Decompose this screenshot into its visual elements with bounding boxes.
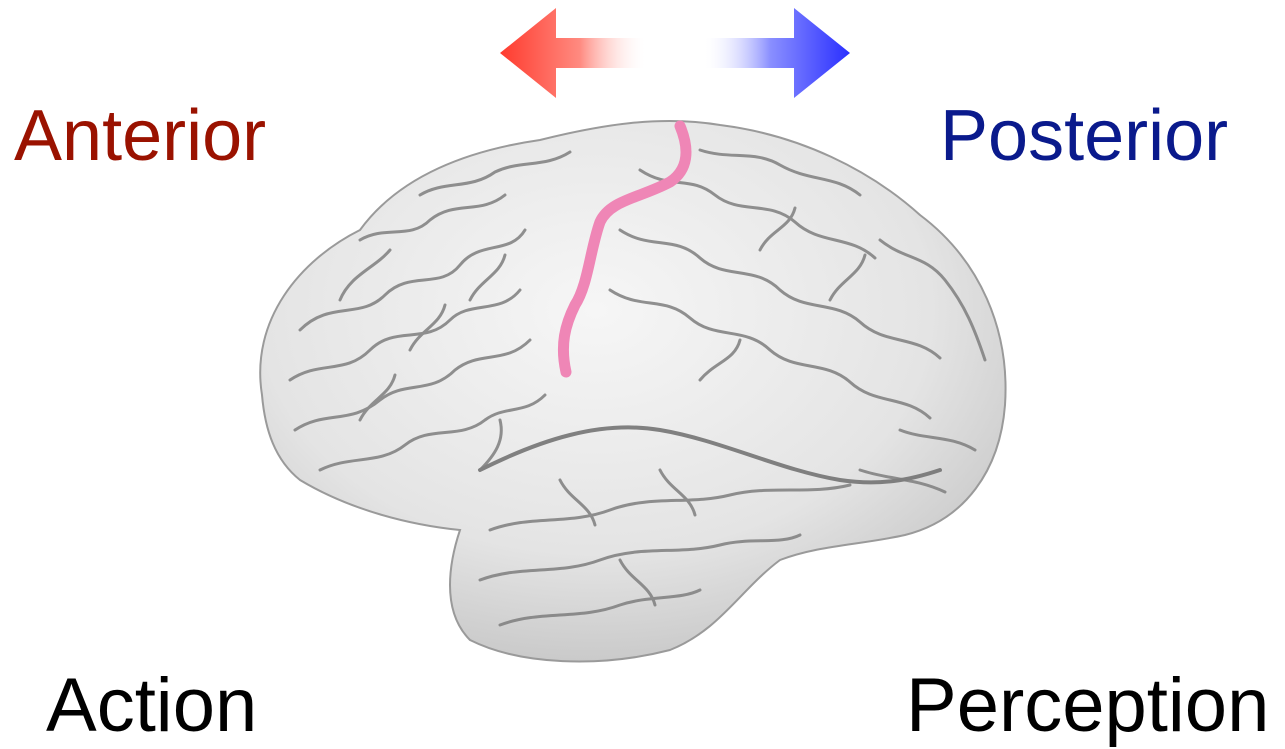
- left-arrow-icon: [500, 8, 645, 98]
- anterior-label: Anterior: [14, 100, 266, 172]
- right-arrow-icon: [705, 8, 850, 98]
- posterior-label: Posterior: [940, 100, 1228, 172]
- action-label: Action: [46, 668, 257, 744]
- perception-label: Perception: [906, 668, 1269, 744]
- brain-icon: [260, 121, 1005, 662]
